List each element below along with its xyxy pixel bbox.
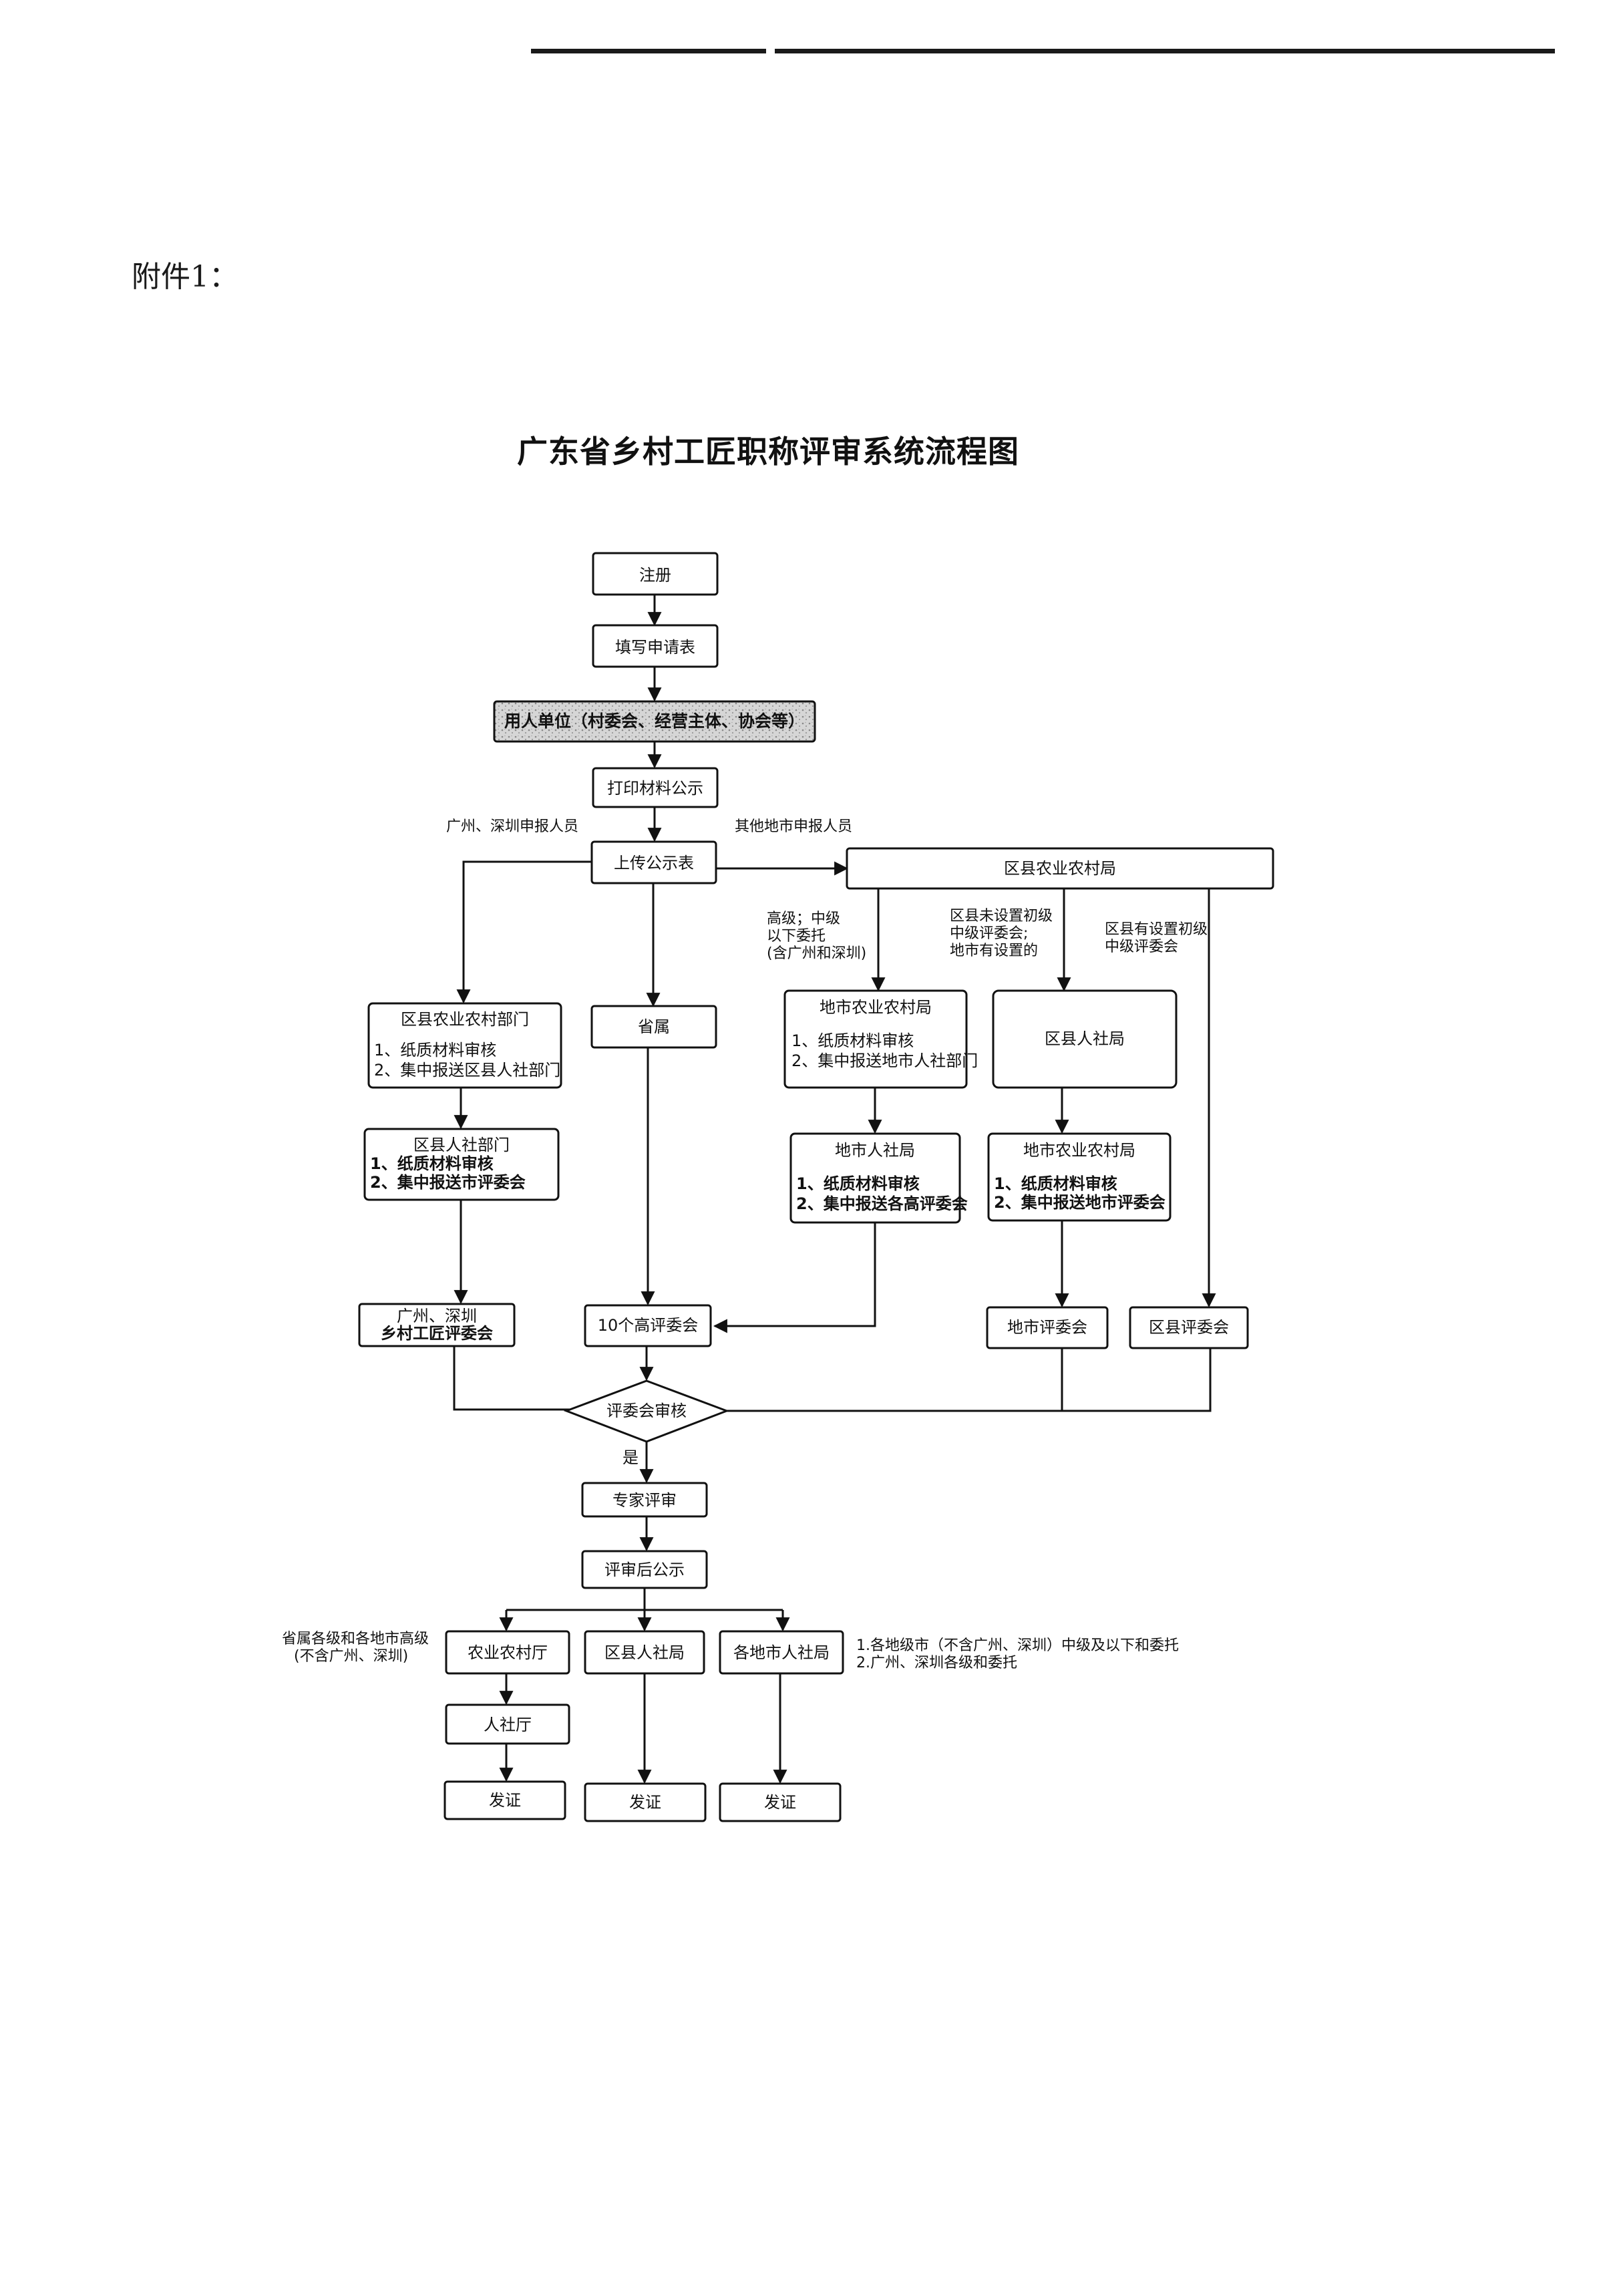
node-print-box xyxy=(592,767,719,808)
label-branch3-line1: 区县有设置初级 xyxy=(1105,921,1208,938)
node-gz-sz-line2: 乡村工匠评委会 xyxy=(381,1324,493,1343)
label-branch2-line2: 中级评委会; xyxy=(950,925,1028,942)
node-county-agri-dept-box xyxy=(367,1002,562,1089)
node-cert3-box xyxy=(719,1782,842,1822)
node-county-agri-dept-title: 区县农业农村部门 xyxy=(401,1010,529,1029)
label-gz-sz-applicants: 广州、深圳申报人员 xyxy=(446,818,578,835)
node-cert3: 发证 xyxy=(764,1793,796,1812)
label-branch1-line1: 高级；中级 xyxy=(767,911,840,927)
edge-gz-sz-review xyxy=(453,1346,606,1417)
node-county-agri-dept-line2: 2、集中报送区县人社部门 xyxy=(374,1061,560,1080)
label-branch1-line2: 以下委托 xyxy=(767,928,826,945)
node-city-hr-bureau-title: 地市人社局 xyxy=(835,1141,915,1160)
node-provincial-box xyxy=(590,1005,717,1049)
node-city-hr-bureau-line2: 2、集中报送各高评委会 xyxy=(796,1194,968,1213)
node-county-hr-bureau-box xyxy=(584,1630,705,1675)
label-prov-note-line1: 省属各级和各地市高级 xyxy=(282,1631,429,1647)
page-title: 广东省乡村工匠职称评审系统流程图 xyxy=(517,434,1019,470)
node-city-agri-bureau2-title: 地市农业农村局 xyxy=(1023,1141,1135,1160)
node-cert1: 发证 xyxy=(489,1791,521,1810)
node-city-agri-bureau-box xyxy=(783,989,968,1089)
node-provincial: 省属 xyxy=(638,1017,670,1036)
node-city-agri-bureau-title: 地市农业农村局 xyxy=(820,998,932,1017)
label-other-applicants: 其他地市申报人员 xyxy=(735,818,852,835)
node-upload-publicity: 上传公示表 xyxy=(614,854,694,872)
node-county-committee: 区县评委会 xyxy=(1149,1318,1229,1337)
node-county-hr-bureau: 区县人社局 xyxy=(604,1643,685,1662)
node-upload-box xyxy=(590,840,717,884)
node-city-agri-bureau2-line1: 1、纸质材料审核 xyxy=(994,1174,1117,1193)
node-city-committee: 地市评委会 xyxy=(1007,1318,1087,1337)
node-employer: 用人单位（村委会、经营主体、协会等） xyxy=(504,711,805,731)
node-county-agri-dept-line1: 1、纸质材料审核 xyxy=(374,1041,496,1059)
node-city-committee-box xyxy=(986,1306,1109,1349)
node-committee-review-diamond xyxy=(563,1379,730,1443)
node-county-hr-mid-box xyxy=(992,989,1178,1089)
node-cert1-box xyxy=(443,1780,566,1820)
node-city-agri-bureau2-line2: 2、集中报送地市评委会 xyxy=(994,1193,1166,1212)
node-city-agri-bureau-line2: 2、集中报送地市人社部门 xyxy=(791,1051,978,1070)
node-city-hr-bureau-line1: 1、纸质材料审核 xyxy=(796,1174,920,1193)
node-city-hr-bureaus-box xyxy=(719,1630,844,1675)
node-register-box xyxy=(592,552,719,596)
node-county-hr-dept-box xyxy=(363,1128,560,1201)
node-employer-box xyxy=(493,700,816,743)
node-city-agri-bureau-line1: 1、纸质材料审核 xyxy=(791,1031,914,1050)
node-expert-review: 专家评审 xyxy=(612,1491,677,1510)
node-county-committee-box xyxy=(1129,1306,1249,1349)
label-city-note-line1: 1.各地级市（不含广州、深圳）中级及以下和委托 xyxy=(856,1637,1179,1654)
label-branch2-line1: 区县未设置初级 xyxy=(950,908,1053,925)
node-fill-form: 填写申请表 xyxy=(615,638,695,657)
node-register: 注册 xyxy=(639,566,671,585)
node-expert-review-box xyxy=(581,1482,708,1518)
node-cert2-box xyxy=(584,1782,707,1822)
label-branch2-line3: 地市有设置的 xyxy=(950,943,1038,959)
top-rule-left xyxy=(531,49,766,53)
node-city-agri-bureau2-box xyxy=(987,1132,1172,1222)
node-fill-form-box xyxy=(592,624,719,668)
node-gz-sz-committee-box xyxy=(358,1303,516,1347)
node-county-hr-dept-line2: 2、集中报送市评委会 xyxy=(370,1173,526,1192)
node-hr-dept-prov: 人社厅 xyxy=(484,1715,532,1734)
node-agri-dept-prov-box xyxy=(445,1630,570,1675)
node-city-hr-bureau-box xyxy=(789,1132,961,1224)
top-rule-right xyxy=(775,49,1555,53)
node-county-hr-mid: 区县人社局 xyxy=(1045,1029,1125,1048)
label-city-note-line2: 2.广州、深圳各级和委托 xyxy=(856,1655,1017,1671)
node-county-agri-bureau: 区县农业农村局 xyxy=(1004,859,1116,878)
label-branch3-line2: 中级评委会 xyxy=(1105,939,1178,955)
edge-city-hr-ten xyxy=(713,1222,876,1333)
node-county-hr-dept-line1: 1、纸质材料审核 xyxy=(370,1154,494,1173)
node-post-publicity-box xyxy=(581,1550,708,1589)
node-agri-dept-prov: 农业农村厅 xyxy=(468,1643,548,1662)
node-hr-dept-prov-box xyxy=(445,1703,570,1745)
node-county-hr-dept-title: 区县人社部门 xyxy=(413,1136,510,1154)
node-ten-committees: 10个高评委会 xyxy=(598,1316,699,1335)
edge-county-committee-review xyxy=(689,1348,1212,1418)
node-city-hr-bureaus: 各地市人社局 xyxy=(733,1643,830,1662)
node-cert2: 发证 xyxy=(629,1793,661,1812)
label-branch1-line3: (含广州和深圳) xyxy=(767,945,866,962)
node-committee-review: 评委会审核 xyxy=(606,1402,687,1420)
edge-upload-county-agri-dept xyxy=(456,860,592,1004)
attachment-label: 附件1： xyxy=(132,260,238,294)
label-prov-note-line2: (不含广州、深圳) xyxy=(294,1648,408,1665)
node-ten-committees-box xyxy=(584,1304,712,1347)
node-print-publicity: 打印材料公示 xyxy=(607,779,703,798)
node-county-agri-bureau-box xyxy=(846,847,1274,890)
node-post-publicity: 评审后公示 xyxy=(604,1561,685,1579)
label-yes: 是 xyxy=(622,1448,639,1467)
node-gz-sz-line1: 广州、深圳 xyxy=(397,1307,477,1325)
